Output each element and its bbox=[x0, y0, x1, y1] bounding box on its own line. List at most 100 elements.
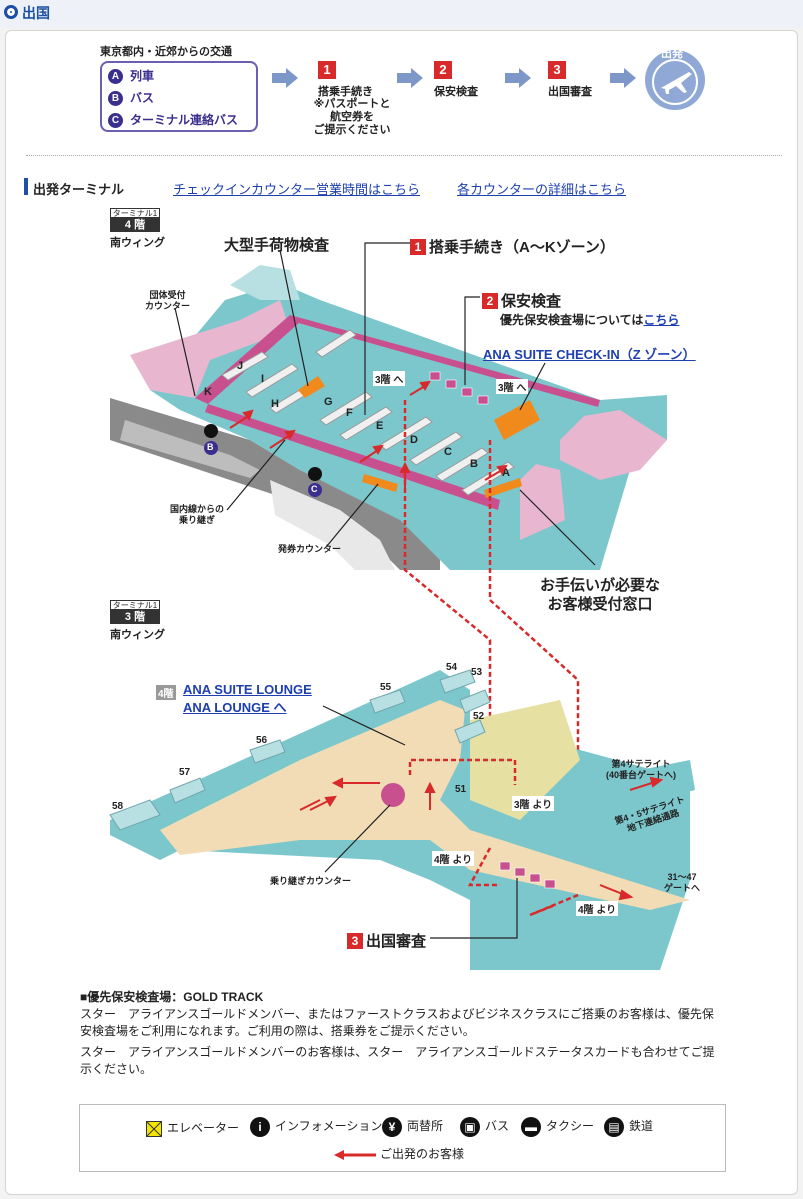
gate-51: 51 bbox=[455, 784, 467, 795]
floor-tag-wing: 南ウィング bbox=[110, 237, 165, 249]
zone-a: A bbox=[502, 467, 510, 479]
ticket-counter-label: 発券カウンター bbox=[278, 544, 342, 554]
gate-53: 53 bbox=[471, 667, 483, 678]
gold-track-text-1: スター アライアンスゴールドメンバー、またはファーストクラスおよびビジネスクラス… bbox=[80, 1007, 714, 1038]
priority-text: 優先保安検査場については bbox=[500, 313, 644, 327]
line: 乗り継ぎ bbox=[179, 515, 216, 525]
priority-security-link[interactable]: こちら bbox=[643, 313, 680, 327]
legend-rail: ▤鉄道 bbox=[604, 1117, 653, 1137]
step-2-label: 保安検査 bbox=[434, 86, 478, 98]
floor-tag-main: 3 階 bbox=[110, 610, 160, 624]
line: ゲートへ bbox=[664, 883, 701, 893]
line: 31～47 bbox=[667, 872, 697, 882]
checkin-text: 搭乗手続き（A～Kゾーン） bbox=[429, 239, 615, 256]
zone-e: E bbox=[376, 420, 384, 432]
step-3-badge: 3 bbox=[347, 933, 363, 949]
flow-arrow-icon bbox=[610, 68, 636, 88]
line: 団体受付 bbox=[149, 290, 186, 300]
legend-label: バス bbox=[485, 1119, 510, 1134]
gold-track-title: ■優先保安検査場：GOLD TRACK bbox=[80, 990, 264, 1004]
floor-tag-main: 4 階 bbox=[110, 218, 160, 232]
step-3-label: 出国審査 bbox=[548, 86, 592, 98]
gold-track-text-2: スター アライアンスゴールドメンバーのお客様は、スター アライアンスゴールドステ… bbox=[80, 1045, 715, 1076]
step-2-number: 2 bbox=[434, 61, 452, 79]
gate-52: 52 bbox=[473, 711, 485, 722]
gate-55: 55 bbox=[380, 682, 392, 693]
note-line: 航空券を bbox=[330, 111, 374, 123]
legend-label: 鉄道 bbox=[629, 1119, 654, 1134]
section-title: 出発ターミナル bbox=[33, 182, 125, 197]
legend-taxi: ▬タクシー bbox=[521, 1117, 594, 1137]
airplane-icon bbox=[652, 59, 698, 105]
departure-circle bbox=[645, 50, 705, 110]
badge-c-icon: C bbox=[108, 113, 123, 129]
bullet-icon bbox=[4, 5, 18, 19]
floor-tag-wing: 南ウィング bbox=[110, 629, 165, 641]
lounge-floor-tag: 4階 bbox=[156, 685, 176, 700]
bus-icon: ▣ bbox=[460, 1117, 480, 1137]
large-baggage-label: 大型手荷物検査 bbox=[224, 237, 330, 254]
info-icon: i bbox=[250, 1117, 270, 1137]
transport-label: バス bbox=[130, 91, 155, 105]
ana-lounge-link[interactable]: ANA LOUNGE へ bbox=[183, 700, 287, 715]
zone-c: C bbox=[444, 446, 452, 458]
from-floor4-label-b: 4階 より bbox=[576, 901, 619, 916]
assist-counter-label: お手伝いが必要なお客様受付窓口 bbox=[540, 576, 660, 614]
security-text: 保安検査 bbox=[501, 293, 562, 310]
bus-c-letter: C bbox=[311, 484, 318, 494]
transfer-counter-label: 乗り継ぎカウンター bbox=[270, 876, 352, 886]
transport-title: 東京都内・近郊からの交通 bbox=[100, 46, 232, 58]
legend-label: ご出発のお客様 bbox=[380, 1147, 465, 1161]
zone-d: D bbox=[410, 434, 418, 446]
departure-label: 出発 bbox=[661, 48, 683, 60]
suite-checkin-link[interactable]: ANA SUITE CHECK-IN（Z ゾーン） bbox=[483, 347, 696, 362]
from-floor4-label-a: 4階 より bbox=[432, 851, 475, 866]
note-line: ご提示ください bbox=[313, 124, 391, 136]
legend-route: ご出発のお客様 bbox=[334, 1145, 464, 1162]
checkin-hours-link[interactable]: チェックインカウンター営業時間はこちら bbox=[173, 182, 421, 197]
legend-label: インフォメーション bbox=[275, 1119, 383, 1134]
zone-i: I bbox=[261, 373, 265, 385]
floor-tag-top: ターミナル1 bbox=[110, 208, 160, 218]
elevator-icon bbox=[146, 1120, 162, 1137]
line: 国内線からの bbox=[170, 504, 225, 514]
flow-arrow-icon bbox=[505, 68, 531, 88]
zone-j: J bbox=[237, 360, 244, 372]
group-counter-label: 団体受付カウンター bbox=[145, 290, 190, 312]
floor3-tag: ターミナル1 3 階 南ウィング bbox=[110, 600, 165, 642]
counter-details-link[interactable]: 各カウンターの詳細はこちら bbox=[457, 182, 627, 197]
legend-elevator: エレベーター bbox=[146, 1119, 239, 1137]
line: 第4サテライト bbox=[611, 759, 671, 769]
flow-arrow-icon bbox=[272, 68, 298, 88]
step-1-badge: 1 bbox=[410, 239, 426, 255]
gate-57: 57 bbox=[179, 767, 191, 778]
transport-item-train: A 列車 bbox=[108, 67, 154, 85]
section-bar bbox=[24, 178, 28, 195]
zone-f: F bbox=[346, 407, 353, 419]
badge-a-icon: A bbox=[108, 69, 123, 85]
zone-b: B bbox=[470, 458, 478, 470]
note-line: ※パスポートと bbox=[313, 98, 391, 110]
legend-exchange: ¥両替所 bbox=[382, 1117, 443, 1137]
zone-k: K bbox=[204, 386, 212, 398]
gate-54: 54 bbox=[446, 662, 458, 673]
to-floor3-label-a: 3階 へ bbox=[373, 371, 406, 386]
floor-tag-top: ターミナル1 bbox=[110, 600, 160, 610]
transport-label: 列車 bbox=[130, 69, 155, 83]
gate-58: 58 bbox=[112, 801, 124, 812]
divider bbox=[26, 155, 782, 156]
map-legend: エレベーター i インフォメーション ¥両替所 ▣ バス ▬タクシー ▤鉄道 ご出発… bbox=[79, 1104, 726, 1172]
exchange-icon: ¥ bbox=[382, 1117, 402, 1137]
zone-h: H bbox=[271, 398, 279, 410]
line: (40番台ゲートへ) bbox=[606, 770, 677, 780]
satellite4-label: 第4サテライト(40番台ゲートへ) bbox=[606, 759, 676, 781]
suite-lounge-link[interactable]: ANA SUITE LOUNGE bbox=[183, 682, 312, 697]
line: お客様受付窓口 bbox=[547, 596, 653, 613]
page-header: 出国 bbox=[0, 0, 803, 28]
line: お手伝いが必要な bbox=[540, 577, 661, 594]
